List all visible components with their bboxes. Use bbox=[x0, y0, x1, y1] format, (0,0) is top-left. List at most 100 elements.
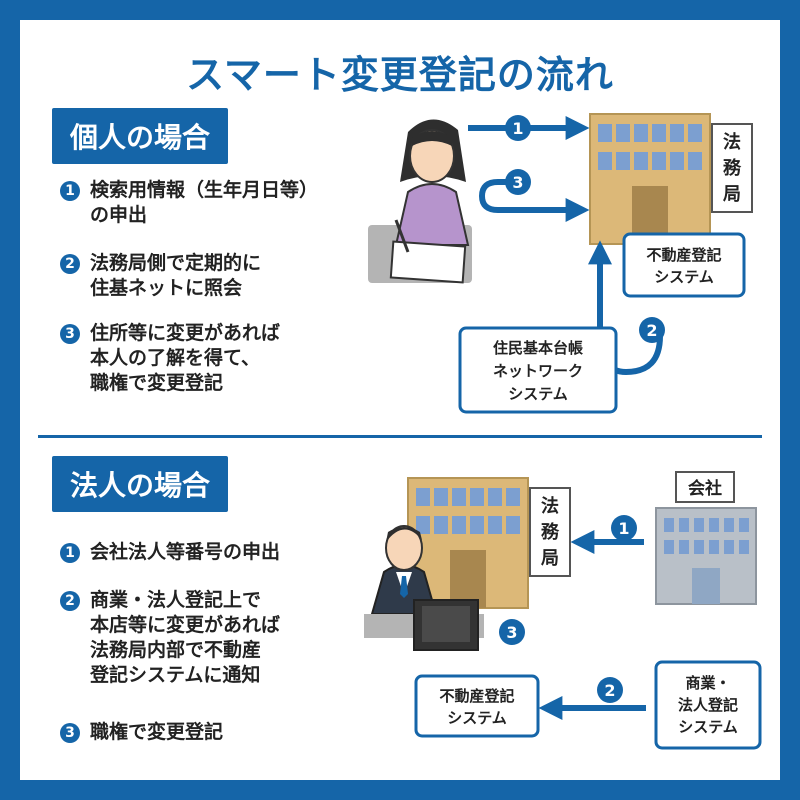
badge-1 bbox=[505, 115, 531, 141]
woman-bangs bbox=[412, 131, 452, 146]
building-window bbox=[634, 152, 648, 170]
step-number-badge: 3 bbox=[60, 324, 80, 344]
building-window bbox=[634, 124, 648, 142]
building-window bbox=[616, 152, 630, 170]
office-sign-char: 法 bbox=[723, 131, 741, 153]
official-at-computer-illustration bbox=[364, 525, 484, 651]
building-window bbox=[506, 488, 520, 506]
paper-sheet bbox=[389, 240, 467, 284]
woman-body bbox=[394, 183, 470, 246]
box-text: 商業・ bbox=[685, 674, 730, 692]
box-text: システム bbox=[678, 718, 738, 736]
building-window bbox=[709, 518, 719, 532]
step-number-badge: 3 bbox=[60, 723, 80, 743]
infographic-frame: スマート変更登記の流れ 個人の場合 1 検索用情報（生年月日等） の申出 2 法… bbox=[20, 20, 780, 780]
step-text: 法務局側で定期的に 住基ネットに照会 bbox=[90, 252, 262, 299]
woman-face bbox=[409, 129, 455, 183]
badge-2-label: 2 bbox=[604, 681, 615, 700]
office-sign-char: 局 bbox=[541, 548, 559, 569]
building-window bbox=[664, 518, 674, 532]
section-label-corporate: 法人の場合 bbox=[52, 456, 229, 512]
page-title: スマート変更登記の流れ bbox=[186, 53, 614, 97]
building-window bbox=[506, 516, 520, 534]
building-window bbox=[670, 152, 684, 170]
office-sign-char: 務 bbox=[723, 157, 742, 179]
building-window bbox=[652, 152, 666, 170]
building-window bbox=[670, 124, 684, 142]
company-sign bbox=[675, 471, 735, 503]
box-text: ネットワーク bbox=[493, 362, 583, 380]
badge-2 bbox=[597, 677, 623, 703]
company-building: 会社 bbox=[655, 471, 757, 605]
building-window bbox=[416, 488, 430, 506]
badge-3-label: 3 bbox=[506, 623, 517, 642]
badge-1-label: 1 bbox=[512, 119, 523, 138]
step-number-badge: 2 bbox=[60, 254, 80, 274]
building-window bbox=[709, 540, 719, 554]
building-window bbox=[470, 488, 484, 506]
badge-1 bbox=[611, 515, 637, 541]
badge-1-label: 1 bbox=[618, 519, 629, 538]
step-text: 会社法人等番号の申出 bbox=[90, 541, 281, 563]
badge-2 bbox=[639, 317, 665, 343]
legal-affairs-bureau-building: 法 務 局 bbox=[407, 477, 571, 609]
commercial-registry-system-box bbox=[654, 660, 762, 750]
box-text: 不動産登記 bbox=[646, 246, 721, 264]
box-text: 住民基本台帳 bbox=[493, 339, 583, 357]
building-window bbox=[598, 124, 612, 142]
box-text: システム bbox=[447, 709, 507, 727]
arrow-confirm bbox=[478, 179, 590, 222]
building-window bbox=[694, 518, 704, 532]
section-divider bbox=[38, 435, 762, 438]
step-text: 検索用情報（生年月日等） の申出 bbox=[90, 179, 319, 226]
office-sign-char: 務 bbox=[541, 521, 560, 543]
building-window bbox=[679, 518, 689, 532]
office-sign bbox=[711, 123, 753, 213]
individual-step-2: 2 法務局側で定期的に 住基ネットに照会 bbox=[60, 251, 262, 301]
step-number-badge: 1 bbox=[60, 181, 80, 201]
fudosan-system-box bbox=[622, 232, 746, 298]
building-window bbox=[652, 124, 666, 142]
corporate-step-3: 3 職権で変更登記 bbox=[60, 720, 224, 745]
building-window bbox=[616, 124, 630, 142]
fudosan-system-box bbox=[414, 674, 540, 738]
step-number-badge: 1 bbox=[60, 543, 80, 563]
building-window bbox=[688, 124, 702, 142]
badge-3-label: 3 bbox=[512, 173, 523, 192]
building-window bbox=[452, 488, 466, 506]
building-window bbox=[434, 516, 448, 534]
step-number-badge: 2 bbox=[60, 591, 80, 611]
building-window bbox=[434, 488, 448, 506]
step-text: 住所等に変更があれば 本人の了解を得て、 職権で変更登記 bbox=[90, 322, 281, 394]
building-window bbox=[724, 518, 734, 532]
individual-step-3: 3 住所等に変更があれば 本人の了解を得て、 職権で変更登記 bbox=[60, 321, 281, 396]
section-label-individual: 個人の場合 bbox=[52, 108, 229, 164]
building-window bbox=[452, 516, 466, 534]
building-window bbox=[739, 540, 749, 554]
building-window bbox=[598, 152, 612, 170]
building-window bbox=[739, 518, 749, 532]
box-text: 不動産登記 bbox=[439, 687, 514, 705]
building-window bbox=[688, 152, 702, 170]
badge-3 bbox=[499, 619, 525, 645]
badge-2-label: 2 bbox=[646, 321, 657, 340]
building-window bbox=[416, 516, 430, 534]
box-text: システム bbox=[508, 385, 568, 403]
step-text: 商業・法人登記上で 本店等に変更があれば 法務局内部で不動産 登記システムに通知 bbox=[90, 589, 281, 686]
building-window bbox=[488, 516, 502, 534]
step-text: 職権で変更登記 bbox=[90, 721, 224, 743]
office-sign-char: 局 bbox=[723, 184, 741, 205]
building-window bbox=[679, 540, 689, 554]
pen bbox=[394, 219, 410, 253]
individual-step-1: 1 検索用情報（生年月日等） の申出 bbox=[60, 178, 319, 228]
company-sign-text: 会社 bbox=[688, 478, 722, 499]
juki-net-system-box bbox=[458, 326, 618, 414]
building-window bbox=[664, 540, 674, 554]
corporate-step-1: 1 会社法人等番号の申出 bbox=[60, 540, 281, 565]
building-window bbox=[470, 516, 484, 534]
office-sign-char: 法 bbox=[541, 495, 559, 517]
box-text: システム bbox=[654, 268, 714, 286]
woman-writing-illustration bbox=[368, 119, 472, 284]
badge-3 bbox=[505, 169, 531, 195]
diagram-artwork: 法 務 局 1 3 2 不動産登記 システム 住民基本台帳 ネットワーク システ… bbox=[364, 113, 762, 750]
